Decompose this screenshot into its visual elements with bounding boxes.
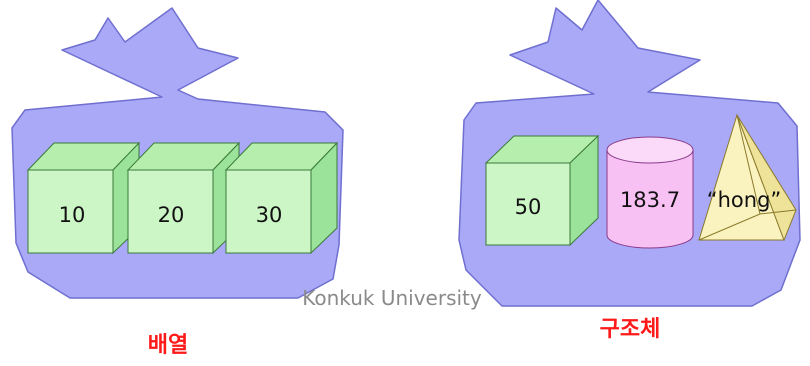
array-cube-3: 30: [224, 141, 339, 255]
array-cube-1: 10: [26, 141, 141, 255]
array-caption: 배열: [148, 333, 188, 358]
array-cube-2: 20: [126, 141, 241, 255]
array-value-3: 30: [256, 203, 283, 227]
struct-value-int: 50: [515, 195, 542, 219]
struct-cube: 50: [484, 134, 600, 247]
watermark-text: Konkuk University: [302, 286, 482, 310]
struct-bag: 50 183.7 “hong”: [458, 0, 801, 307]
struct-cylinder: 183.7: [606, 136, 694, 249]
struct-pyramid: “hong”: [698, 113, 797, 242]
struct-value-float: 183.7: [620, 188, 680, 212]
array-value-1: 10: [59, 203, 86, 227]
struct-caption: 구조체: [600, 317, 661, 342]
array-bag: 10 20 30: [11, 7, 344, 299]
struct-value-string: “hong”: [707, 188, 782, 212]
array-value-2: 20: [158, 203, 185, 227]
